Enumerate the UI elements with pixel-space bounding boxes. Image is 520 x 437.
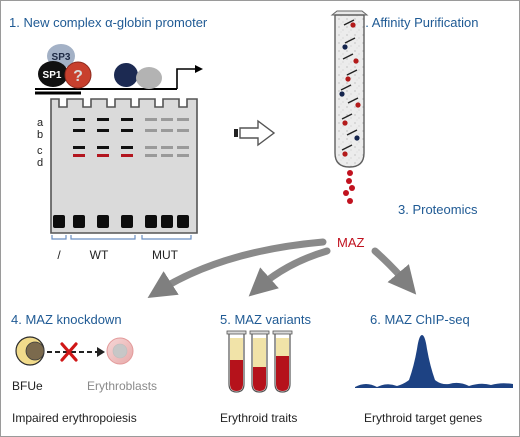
knockdown-illustration	[15, 336, 134, 366]
band-a-6	[161, 118, 173, 121]
free-probe-4	[121, 215, 133, 228]
band-row-c	[73, 146, 189, 149]
column-body	[334, 14, 365, 168]
step6-title: 6. MAZ ChIP-seq	[370, 312, 470, 327]
result-arrows	[147, 238, 417, 299]
band-c-7	[177, 146, 189, 149]
free-probe-3	[97, 215, 109, 228]
band-row-a	[73, 118, 189, 121]
band-d-2	[73, 154, 85, 157]
band-b-6	[161, 129, 173, 132]
band-a-5	[145, 118, 157, 121]
gel-group-free: /	[57, 248, 61, 262]
block-arrow-icon	[234, 119, 276, 147]
band-a-4	[121, 118, 133, 121]
band-b-5	[145, 129, 157, 132]
gel-row-d: d	[37, 157, 43, 169]
bfue-label: BFUe	[12, 379, 43, 393]
tss-arrow-icon	[176, 68, 199, 89]
gel-group-mut: MUT	[152, 248, 179, 262]
band-d-3	[97, 154, 109, 157]
promoter-complex: SP3 SP1 ?	[35, 44, 203, 95]
maz-hit-label: MAZ	[337, 235, 365, 250]
erythroblasts-label: Erythroblasts	[87, 379, 157, 393]
band-b-7	[177, 129, 189, 132]
gel-body	[50, 98, 198, 234]
differentiation-arrowhead-icon	[97, 347, 105, 357]
tube-3	[272, 330, 293, 393]
step3-title: 3. Proteomics	[398, 202, 478, 217]
grey-factor-blob	[136, 67, 162, 89]
affinity-column	[330, 10, 369, 168]
gel-group-wt: WT	[90, 248, 109, 262]
free-probe-2	[73, 215, 85, 228]
band-a-3	[97, 118, 109, 121]
step1-title: 1. New complex α-globin promoter	[9, 15, 208, 30]
arrow-to-knockdown	[147, 238, 327, 299]
band-c-5	[145, 146, 157, 149]
free-probe-5	[145, 215, 157, 228]
tube-1	[226, 330, 247, 393]
band-c-4	[121, 146, 133, 149]
unknown-factor-blob	[64, 61, 92, 89]
band-d-6	[161, 154, 173, 157]
outcome-erythropoiesis: Impaired erythropoiesis	[12, 411, 137, 425]
band-b-4	[121, 129, 133, 132]
step2-title: 2. Affinity Purification	[358, 15, 478, 30]
gel-row-c: c	[37, 145, 43, 157]
band-row-d	[73, 154, 189, 157]
sp1-label: SP1	[43, 70, 62, 81]
arrow-to-variants	[248, 247, 331, 297]
eluate-drops	[343, 170, 355, 204]
tube-2	[249, 330, 270, 393]
chipseq-peak	[355, 335, 513, 388]
tss-arrowhead-icon	[195, 65, 203, 73]
blood-tubes	[226, 330, 293, 393]
free-probe-7	[177, 215, 189, 228]
band-a-2	[73, 118, 85, 121]
unknown-factor-label: ?	[73, 68, 83, 85]
band-c-6	[161, 146, 173, 149]
band-d-7	[177, 154, 189, 157]
band-b-3	[97, 129, 109, 132]
band-row-b	[73, 129, 189, 132]
erythroblast-nucleus-icon	[112, 343, 128, 359]
step5-title: 5. MAZ variants	[220, 312, 312, 327]
band-c-3	[97, 146, 109, 149]
arrow-to-chipseq	[371, 247, 417, 295]
band-a-7	[177, 118, 189, 121]
step4-title: 4. MAZ knockdown	[11, 312, 122, 327]
gel-row-a: a	[37, 117, 44, 129]
bracket-wt	[70, 235, 136, 240]
bracket-mut	[141, 235, 192, 240]
block-cross-icon	[60, 342, 78, 362]
gel-row-b: b	[37, 129, 43, 141]
outcome-target-genes: Erythroid target genes	[364, 411, 482, 425]
sp3-label: SP3	[52, 52, 71, 63]
bfue-nucleus-icon	[25, 341, 45, 361]
outcome-traits: Erythroid traits	[220, 411, 297, 425]
column-beads	[339, 19, 361, 157]
sp1-blob	[38, 61, 68, 87]
band-d-4	[121, 154, 133, 157]
band-b-2	[73, 129, 85, 132]
band-c-2	[73, 146, 85, 149]
emsa-gel: a b c d	[37, 98, 198, 262]
band-d-5	[145, 154, 157, 157]
free-probe-1	[53, 215, 65, 228]
bracket-free	[51, 235, 67, 240]
free-probe-row	[53, 215, 189, 228]
free-probe-6	[161, 215, 173, 228]
navy-factor-blob	[114, 63, 138, 87]
